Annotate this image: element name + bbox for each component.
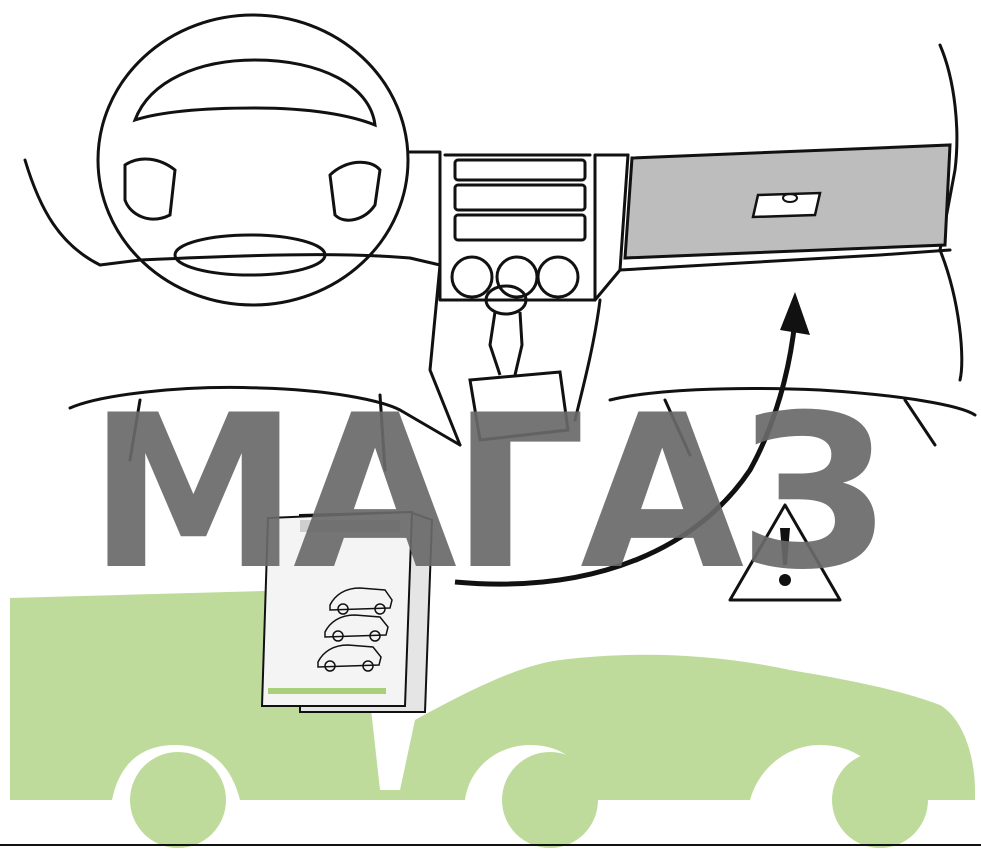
steering-wheel-icon (98, 15, 408, 305)
glovebox-icon (625, 145, 950, 258)
car-silhouette-icon (10, 590, 975, 848)
climate-knobs (452, 257, 578, 297)
watermark-text: МАГАЗИН (88, 398, 898, 588)
